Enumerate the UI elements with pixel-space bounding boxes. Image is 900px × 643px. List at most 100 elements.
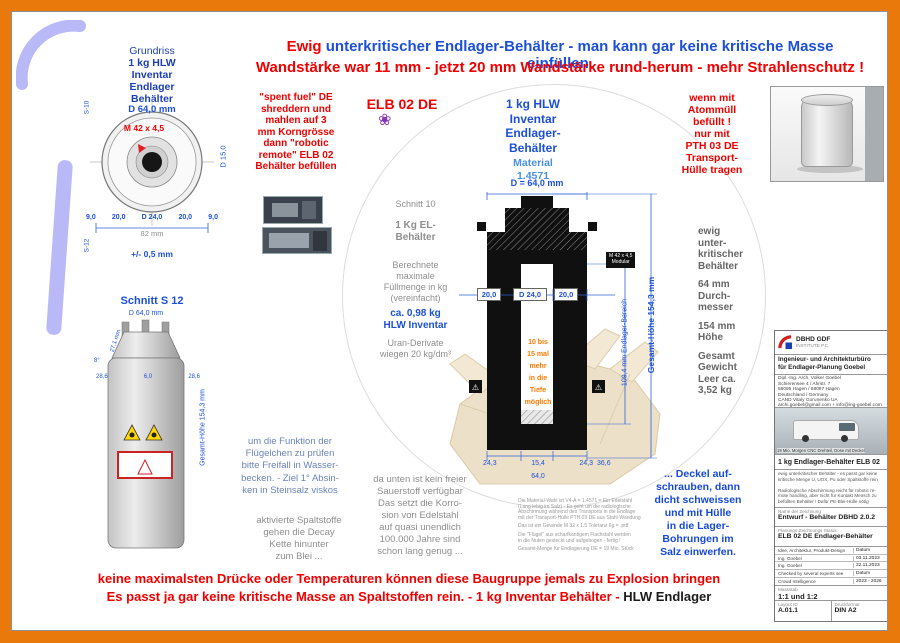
table-row: Ing. Goebel 22.11.2023 (775, 562, 887, 571)
radiation-warning-icon (123, 424, 141, 441)
machine-shape (302, 201, 316, 219)
row-label: Ing. Goebel (778, 555, 802, 561)
lavender-band-shape (45, 159, 74, 336)
material-label: Material (513, 157, 553, 169)
machine-shape (269, 233, 309, 248)
part-title: 1 kg Endlager-Behälter ELB 02 (775, 455, 887, 471)
cylinder-dims-row: 28,6 6,0 28,6 (96, 374, 200, 380)
dim-value: 20,0 (111, 214, 126, 221)
plan-dim-d15: D 15,0 (218, 145, 228, 168)
row-value: 22.11.2023 (853, 563, 887, 569)
row-value: 03.11.2023 (853, 555, 887, 561)
fine-print: Die Material-Wahl ist V4-A = 1.4571 = Ei… (518, 498, 641, 553)
scale-row: Massstab 1:1 und 1:2 (775, 586, 887, 602)
page-title-line2: Wandstärke war 11 mm - jetzt 20 mm Wands… (255, 59, 865, 76)
title-rest: unterkritischer Endlager-Behälter - man … (325, 38, 834, 72)
dim-value: 15,4 (531, 460, 545, 467)
van-wheel (841, 434, 848, 442)
dim-value: 24,3 (483, 460, 497, 467)
section-s12-label: Schnitt S 12 (120, 295, 184, 307)
van-photo-caption: 19 Mio. Morgen CNC Drehteil, Dose mit De… (777, 448, 865, 454)
drawing-name-label: Name der Zeichnung (778, 508, 821, 514)
inner-height-label: 109,4 mm Endlager-Bereich (621, 298, 629, 387)
lavender-corner-shape (16, 20, 86, 90)
cylinder-shadow (797, 165, 863, 173)
logo-text: DBHD GDF (796, 336, 831, 344)
dim-value: D 24,0 (141, 214, 163, 221)
row-label: Ing. Goebel (778, 563, 802, 569)
title-word-ewig: Ewig (286, 38, 322, 55)
shredder-photo-2 (262, 227, 332, 254)
dim-value: 6,0 (143, 374, 153, 380)
vessel-dim-top: D = 64,0 mm (510, 178, 564, 188)
thread-pointer-icon (138, 144, 146, 153)
vessel-dim-36: 36,6 (597, 460, 611, 467)
container-photo (770, 86, 884, 182)
drawing-status-row: Planungs-Zeichnungs Status ELB 02 DE End… (775, 527, 887, 548)
drawing-name-row: Name der Zeichnung Entwurf - Behälter DB… (775, 508, 887, 528)
elb-title: ELB 02 DE (366, 96, 438, 112)
el-behaelter-label: 1 Kg EL-Behälter (395, 220, 436, 243)
dim-value: 9,0 (86, 214, 96, 221)
statement-dark-part: HLW Endlager (623, 589, 712, 604)
flower-icon: ❀ (378, 112, 392, 129)
side-warning-icon: ⚠ (469, 380, 482, 393)
machine-shape (272, 203, 298, 217)
svg-text:⚠: ⚠ (472, 383, 479, 392)
revision-table: Idee, Architektur, Produkt-Design Datum I… (775, 547, 887, 586)
table-row: Ing. Goebel 03.11.2023 (775, 555, 887, 563)
logo-subtext: INSTITUTE P.C. (796, 343, 830, 349)
vessel-section-drawing: ⚠ ⚠ (459, 192, 657, 461)
vessel-dim-64: 64,0 (531, 473, 545, 480)
wall-dim-left: 20,0 (477, 288, 501, 301)
schnitt10-label: Schnitt 10 (395, 199, 436, 209)
plan-view-drawing (90, 98, 214, 233)
bottom-statement-line2: Es passt ja gar keine kritische Masse an… (48, 589, 770, 604)
van-wheel (802, 434, 809, 442)
side-warning-icon: ⚠ (592, 380, 605, 393)
plan-width-label: 82 mm (140, 229, 164, 238)
bore-dim: D 24,0 (513, 288, 547, 301)
row-value: Datum (853, 547, 887, 553)
statement-red-part: Es passt ja gar keine kritische Masse an… (106, 589, 624, 604)
cylinder-top (801, 94, 853, 106)
dim-value: 9,0 (208, 214, 218, 221)
total-height-label: Gesamt-Höhe 154,3 mm (646, 276, 656, 374)
layout-id-label: Layout ID (778, 602, 798, 608)
van-photo: 19 Mio. Morgen CNC Drehteil, Dose mit De… (775, 407, 887, 456)
plan-tolerance-label: +/- 0,5 mm (131, 249, 173, 259)
dim-value: 24,3 (579, 460, 593, 467)
row-label: Idee, Architektur, Produkt-Design (778, 547, 846, 553)
title-block: DBHD GDF INSTITUTE P.C. Ingenieur- und A… (774, 330, 888, 622)
row-label: Checked by several experts see (778, 570, 844, 576)
dim-value: 20,0 (178, 214, 193, 221)
drawing-status-value: ELB 02 DE Endlager-Behälter (778, 533, 873, 541)
cylinder-dim-top: D 64,0 mm (128, 310, 164, 317)
scale-value: 1:1 und 1:2 (778, 591, 818, 601)
row-label: Crowd Intelligence (778, 578, 816, 584)
ids-row: Layout ID A.01.1 Druckformat DIN A2 (775, 601, 888, 622)
cylinder-section-drawing (107, 319, 185, 549)
layout-id-cell: Layout ID A.01.1 (775, 601, 832, 622)
dim-value: 28,6 (188, 374, 200, 380)
format-cell: Druckformat DIN A2 (832, 601, 888, 621)
cylinder-render (801, 99, 853, 167)
plan-marker-top: S-10 (83, 100, 91, 115)
van-window (839, 422, 855, 431)
title-block-logo-row: DBHD GDF INSTITUTE P.C. (775, 331, 887, 355)
row-value: 2023 - 2026 (853, 578, 887, 584)
machine-shape (313, 231, 327, 251)
part-description: ewig unterkritischer Behälter - es passt… (775, 470, 887, 508)
